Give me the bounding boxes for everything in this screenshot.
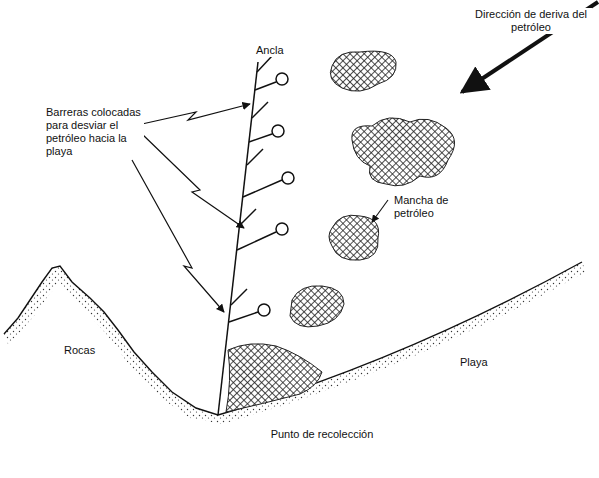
slick-leader	[372, 200, 388, 222]
oil-slicks	[226, 51, 455, 412]
slick-label: Mancha de petróleo	[392, 194, 468, 220]
rocks-shore	[4, 262, 586, 424]
barrier-label: Barreras colocadas para desviar el petró…	[44, 106, 144, 158]
rocks-label: Rocas	[62, 344, 116, 357]
collection-label: Punto de recolección	[250, 428, 394, 441]
drift-label: Dirección de deriva del petróleo	[470, 8, 592, 34]
shoreline	[4, 262, 582, 415]
anchor-label: Ancla	[254, 44, 298, 57]
beach-label: Playa	[458, 356, 512, 369]
drift-arrow	[462, 2, 598, 92]
leader-arrows	[132, 104, 250, 312]
